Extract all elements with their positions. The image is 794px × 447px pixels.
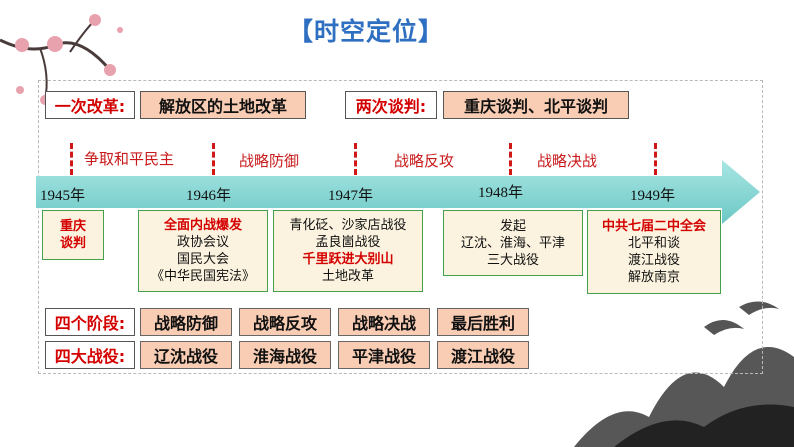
event-line: 政协会议 (176, 235, 229, 250)
content-frame (38, 80, 763, 374)
reform-value: 解放区的土地改革 (140, 91, 306, 119)
battle-cell: 渡江战役 (437, 341, 529, 369)
event-box-1946: 全面内战爆发 政协会议 国民大会 《中华民国宪法》 (138, 210, 268, 292)
year-1945: 1945年 (40, 188, 86, 204)
timeline-marker-1949 (654, 143, 657, 175)
event-line: 全面内战爆发 (163, 218, 242, 233)
year-1948: 1948年 (478, 185, 524, 201)
stage-cell: 战略反攻 (239, 308, 331, 336)
event-line: 土地改革 (321, 269, 374, 284)
stage-cell: 战略防御 (140, 308, 232, 336)
reform-label: 一次改革: (45, 91, 135, 119)
year-1946: 1946年 (186, 188, 232, 204)
stages-label: 四个阶段: (45, 308, 135, 336)
event-line: 辽沈、淮海、平津 (460, 235, 565, 251)
battle-cell: 淮海战役 (239, 341, 331, 369)
page-title: 【时空定位】 (288, 17, 445, 46)
event-line: 发起 (499, 218, 526, 234)
event-line: 三大战役 (486, 252, 539, 268)
event-box-1949: 中共七届二中全会 北平和谈 渡江战役 解放南京 (587, 210, 721, 294)
event-line: 中共七届二中全会 (601, 219, 706, 234)
timeline-marker-1947 (354, 143, 357, 175)
phase-label-peace: 争取和平民主 (84, 150, 175, 168)
event-box-1947: 青化砭、沙家店战役 孟良崮战役 千里跃进大别山 土地改革 (273, 210, 423, 292)
event-line: 重庆 (59, 219, 86, 234)
event-box-1945: 重庆 谈判 (42, 210, 104, 260)
event-line: 解放南京 (627, 270, 680, 285)
battles-label: 四大战役: (45, 341, 135, 369)
event-line: 谈判 (59, 236, 86, 251)
talks-label: 两次谈判: (345, 91, 437, 119)
timeline-arrow (36, 160, 760, 224)
stage-cell: 战略决战 (338, 308, 430, 336)
event-box-1948: 发起 辽沈、淮海、平津 三大战役 (443, 210, 583, 276)
talks-value: 重庆谈判、北平谈判 (443, 91, 629, 119)
battle-cell: 平津战役 (338, 341, 430, 369)
phase-label-counteroffensive: 战略反攻 (394, 152, 455, 170)
timeline-marker-1945 (70, 143, 73, 175)
event-line: 北平和谈 (627, 236, 680, 251)
phase-label-defense: 战略防御 (239, 152, 300, 170)
timeline-marker-1948 (509, 143, 512, 175)
stage-cell: 最后胜利 (437, 308, 529, 336)
event-line: 青化砭、沙家店战役 (289, 218, 407, 233)
phase-label-decisive: 战略决战 (537, 152, 598, 170)
event-line: 千里跃进大别山 (302, 252, 394, 267)
year-1947: 1947年 (328, 188, 374, 204)
event-line: 国民大会 (176, 252, 229, 267)
year-1949: 1949年 (630, 188, 676, 204)
event-line: 孟良崮战役 (315, 235, 381, 250)
timeline-marker-1946 (212, 143, 215, 175)
event-line: 《中华民国宪法》 (150, 269, 255, 284)
battle-cell: 辽沈战役 (140, 341, 232, 369)
event-line: 渡江战役 (627, 253, 680, 268)
ink-mountain-decoration (574, 301, 794, 447)
